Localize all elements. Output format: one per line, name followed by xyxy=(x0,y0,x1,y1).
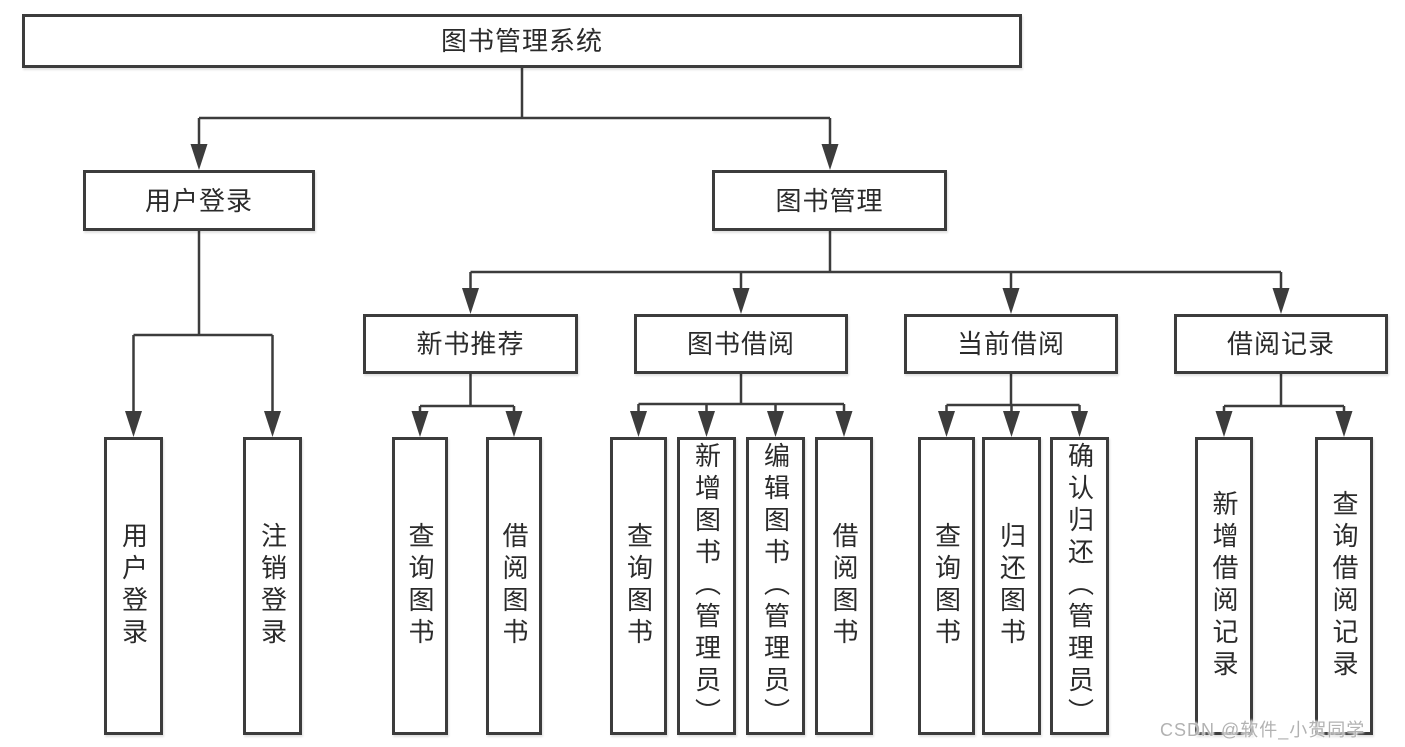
node-new-book-rec: 新书推荐 xyxy=(363,314,578,374)
leaf-br-add-record-label: 新增借阅记录 xyxy=(1209,490,1239,682)
leaf-br-query-record: 查询借阅记录 xyxy=(1315,437,1373,735)
leaf-cb-confirm-return-admin: 确认归还（管理员） xyxy=(1050,437,1109,735)
leaf-logout: 注销登录 xyxy=(243,437,302,735)
connector-user-login-to-leaves xyxy=(125,231,281,437)
leaf-cb-return-books: 归还图书 xyxy=(982,437,1041,735)
node-current-borrow: 当前借阅 xyxy=(904,314,1118,374)
leaf-bb-edit-books-admin-label: 编辑图书（管理员） xyxy=(760,442,791,730)
leaf-bb-borrow-books-label: 借阅图书 xyxy=(829,522,859,650)
connector-book-mgmt-to-level3 xyxy=(462,231,1290,314)
node-root: 图书管理系统 xyxy=(22,14,1022,68)
node-user-login-label: 用户登录 xyxy=(144,185,253,216)
leaf-bb-query-books-label: 查询图书 xyxy=(623,522,654,650)
leaf-nbr-borrow-books-label: 借阅图书 xyxy=(499,522,529,650)
node-current-borrow-label: 当前借阅 xyxy=(956,329,1065,359)
node-book-mgmt-label: 图书管理 xyxy=(775,185,884,216)
leaf-user-login: 用户登录 xyxy=(104,437,163,735)
leaf-nbr-borrow-books: 借阅图书 xyxy=(486,437,542,735)
node-book-mgmt: 图书管理 xyxy=(712,170,947,231)
node-book-borrow-label: 图书借阅 xyxy=(686,329,795,359)
connector-book-borrow-to-leaves xyxy=(630,374,853,437)
leaf-cb-query-books-label: 查询图书 xyxy=(931,522,962,650)
node-root-label: 图书管理系统 xyxy=(440,26,603,56)
leaf-br-add-record: 新增借阅记录 xyxy=(1195,437,1253,735)
leaf-bb-add-books-admin: 新增图书（管理员） xyxy=(677,437,736,735)
leaf-bb-edit-books-admin: 编辑图书（管理员） xyxy=(746,437,805,735)
leaf-bb-add-books-admin-label: 新增图书（管理员） xyxy=(691,442,722,730)
node-borrow-record-label: 借阅记录 xyxy=(1226,329,1335,359)
csdn-watermark: CSDN @软件_小贺同学 xyxy=(1160,720,1366,740)
leaf-cb-query-books: 查询图书 xyxy=(918,437,975,735)
leaf-nbr-query-books-label: 查询图书 xyxy=(405,522,435,650)
leaf-logout-label: 注销登录 xyxy=(257,522,288,650)
connector-root-to-level2 xyxy=(190,68,839,170)
node-borrow-record: 借阅记录 xyxy=(1174,314,1388,374)
connector-new-book-rec-to-leaves xyxy=(411,374,523,437)
leaf-bb-borrow-books: 借阅图书 xyxy=(815,437,873,735)
leaf-cb-return-books-label: 归还图书 xyxy=(996,522,1027,650)
leaf-bb-query-books: 查询图书 xyxy=(610,437,667,735)
leaf-nbr-query-books: 查询图书 xyxy=(392,437,448,735)
leaf-cb-confirm-return-admin-label: 确认归还（管理员） xyxy=(1064,442,1095,730)
node-user-login: 用户登录 xyxy=(83,170,315,231)
node-new-book-rec-label: 新书推荐 xyxy=(416,329,525,359)
connector-borrow-record-to-leaves xyxy=(1215,374,1353,437)
leaf-user-login-label: 用户登录 xyxy=(118,522,149,650)
connector-current-borrow-to-leaves xyxy=(938,374,1088,437)
leaf-br-query-record-label: 查询借阅记录 xyxy=(1329,490,1359,682)
node-book-borrow: 图书借阅 xyxy=(634,314,848,374)
